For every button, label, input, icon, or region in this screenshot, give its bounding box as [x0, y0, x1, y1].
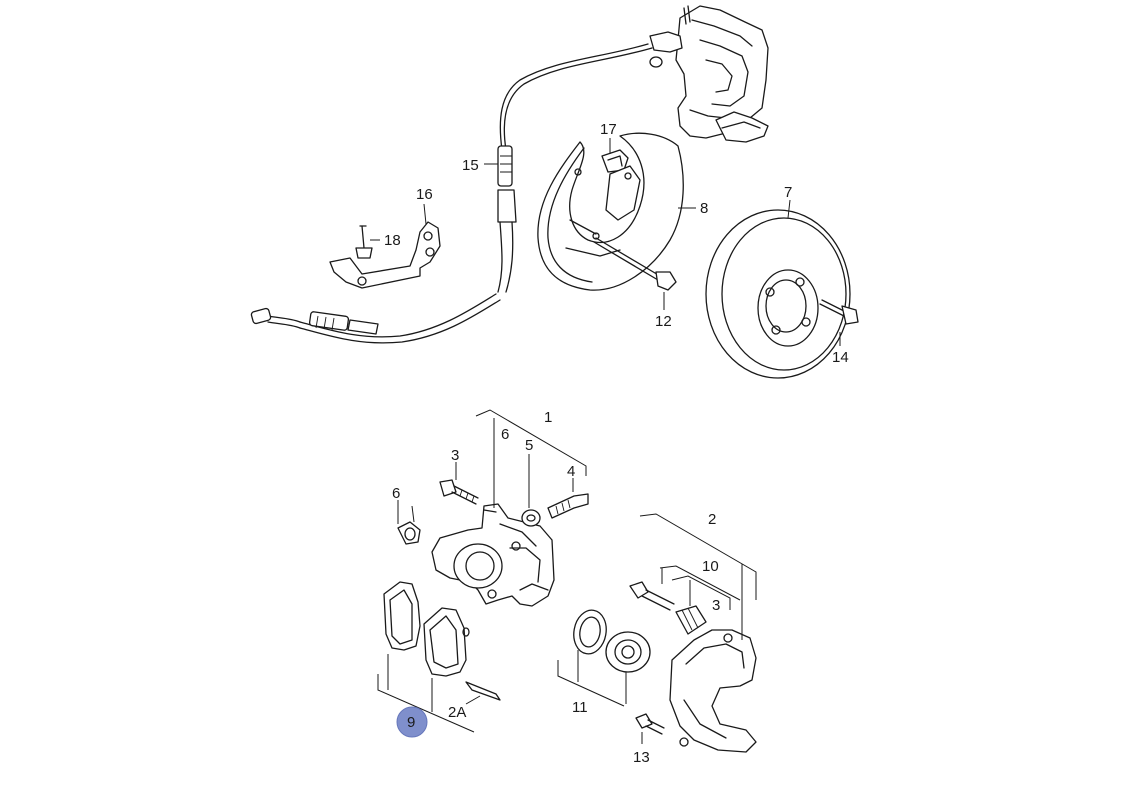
callout-4: 4	[567, 463, 575, 480]
disc-screw	[819, 299, 859, 325]
callout-6-left: 6	[392, 485, 400, 502]
piston	[605, 631, 651, 673]
callout-1: 1	[544, 409, 552, 426]
brake-disc	[705, 209, 851, 379]
callout-3-upper: 3	[451, 447, 459, 464]
callout-13: 13	[633, 749, 650, 766]
anti-squeal-shim	[465, 681, 501, 701]
callout-9: 9	[407, 714, 415, 731]
callout-5: 5	[525, 437, 533, 454]
splash-shield-bolt	[593, 237, 677, 291]
cable-bracket	[329, 221, 441, 289]
guide-bolt	[439, 479, 479, 505]
bleeder-nut	[521, 509, 541, 527]
callout-8: 8	[700, 200, 708, 217]
carrier-mount-bolt	[635, 713, 665, 735]
splash-shield	[537, 132, 684, 291]
callout-18: 18	[384, 232, 401, 249]
brake-pad-outer	[383, 581, 421, 651]
rivet	[355, 225, 373, 259]
callout-2a: 2A	[448, 704, 466, 721]
callout-6-mid: 6	[501, 426, 509, 443]
callout-3-lower: 3	[712, 597, 720, 614]
callout-12: 12	[655, 313, 672, 330]
callout-17: 17	[600, 121, 617, 138]
piston-seal	[573, 609, 607, 655]
highlight-marker	[396, 706, 428, 738]
leader-lines	[370, 138, 841, 744]
callout-15: 15	[462, 157, 479, 174]
guide-sleeve	[675, 605, 707, 635]
carrier-bolt	[629, 581, 675, 611]
upper-brake-caliper	[649, 5, 769, 143]
bleeder-screw	[547, 493, 589, 519]
callout-10: 10	[702, 558, 719, 575]
callout-16: 16	[416, 186, 433, 203]
brake-caliper-housing	[431, 503, 555, 607]
callout-11: 11	[572, 699, 588, 716]
clip	[601, 149, 629, 173]
dust-cap	[397, 521, 421, 545]
callout-7: 7	[784, 184, 792, 201]
callout-2: 2	[708, 511, 716, 528]
handbrake-cable	[250, 43, 653, 344]
callout-labels: 15 16 18 17 8 12 7 14 1 6 5 4 3 6 2 10 3…	[384, 121, 849, 766]
brake-pad-inner	[423, 607, 470, 677]
brake-carrier	[669, 629, 757, 753]
callout-14: 14	[832, 349, 849, 366]
